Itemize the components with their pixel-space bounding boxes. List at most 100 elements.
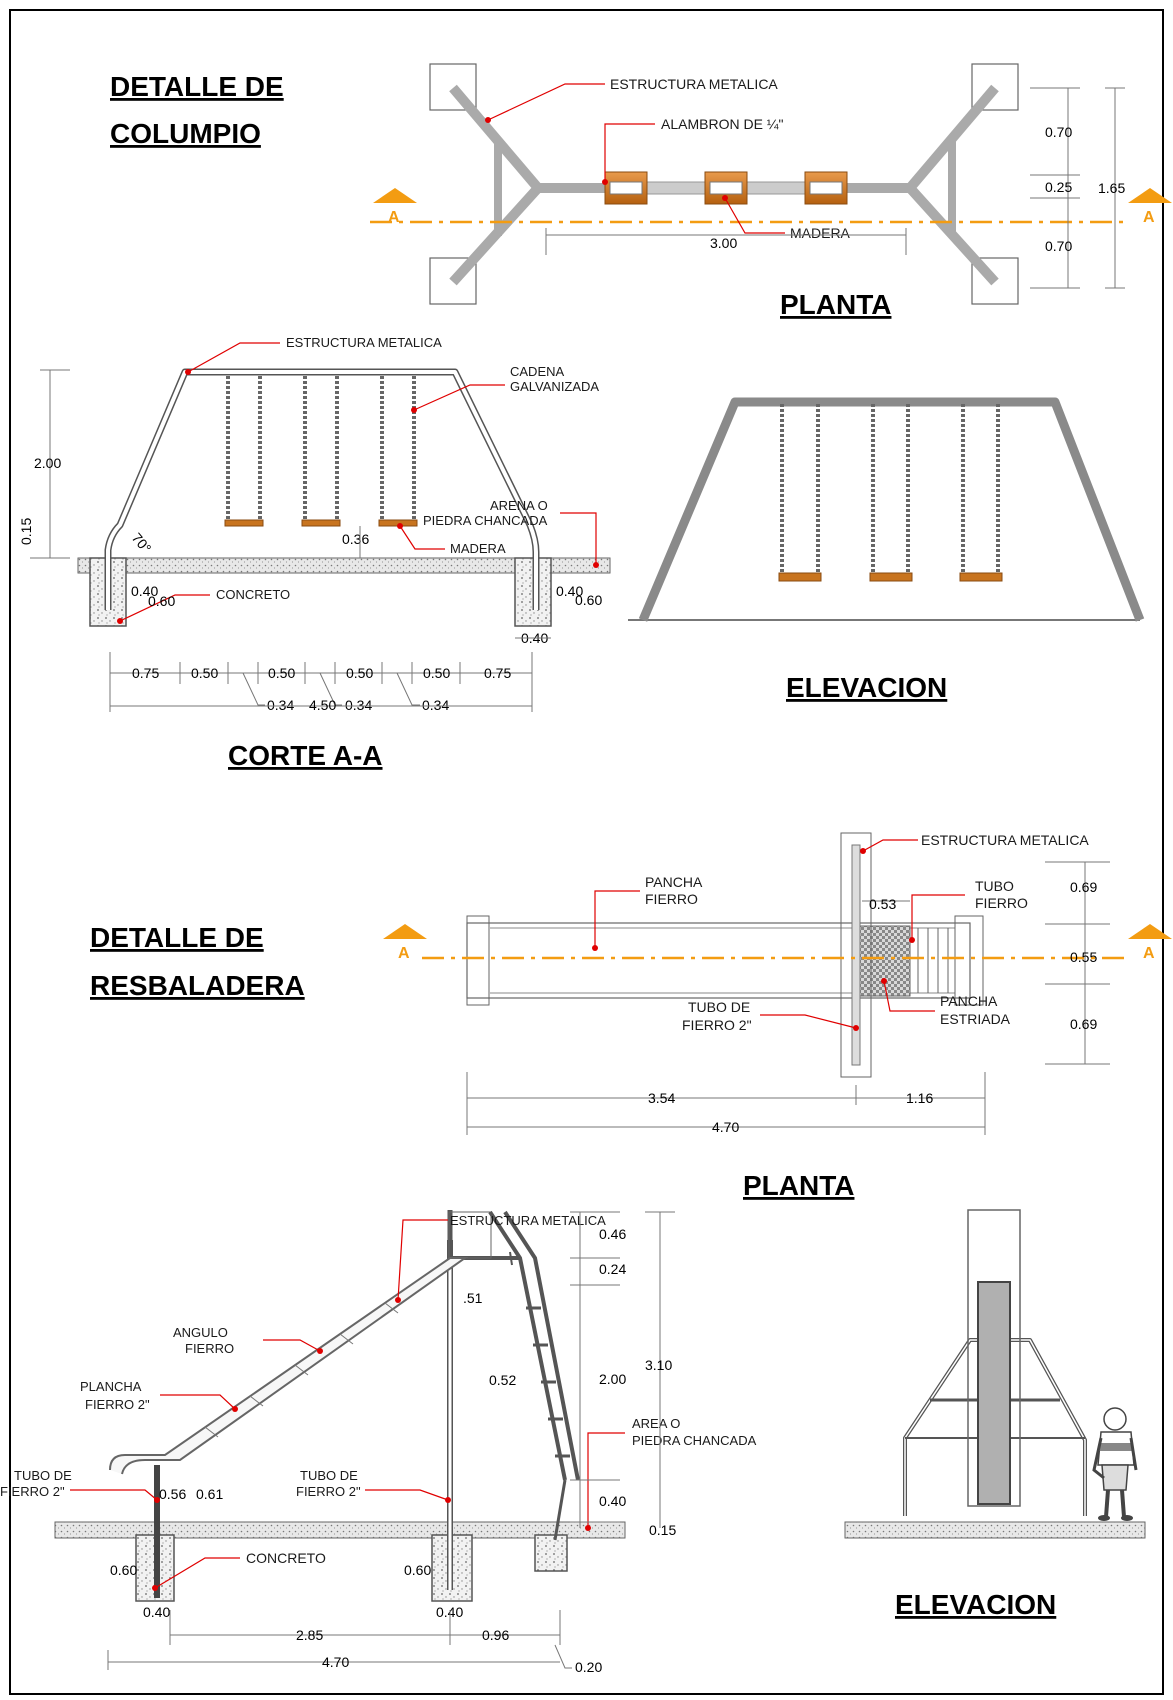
label-estructura-slide-plan: ESTRUCTURA METALICA xyxy=(921,832,1089,848)
label-estructura-metalica: ESTRUCTURA METALICA xyxy=(610,76,778,92)
dim-052: 0.52 xyxy=(489,1372,516,1388)
dim-060a: 0.60 xyxy=(110,1562,137,1578)
swing-elevation-title: ELEVACION xyxy=(786,672,947,703)
swing-section-title: CORTE A-A xyxy=(228,740,383,771)
slide-plan-title: PLANTA xyxy=(743,1170,854,1201)
dim-470: 4.70 xyxy=(322,1654,349,1670)
svg-text:A: A xyxy=(1143,209,1155,226)
dim-slide-bottom: 0.69 xyxy=(1070,1016,1097,1032)
swing-plan: ESTRUCTURA METALICA ALAMBRON DE ¼" MADER… xyxy=(370,63,1172,320)
dim-060b: 0.60 xyxy=(404,1562,431,1578)
svg-text:0.50: 0.50 xyxy=(191,665,218,681)
dim-024: 0.24 xyxy=(599,1261,626,1277)
label-pancha-fierro-2: FIERRO xyxy=(645,891,698,907)
svg-text:0.50: 0.50 xyxy=(268,665,295,681)
label-tubo-mid-1: TUBO DE xyxy=(300,1468,358,1483)
label-angulo-2: FIERRO xyxy=(185,1341,234,1356)
section-marker-left: A xyxy=(373,188,417,226)
dim-footing-l: 0.40 xyxy=(131,583,158,599)
dim-slide-middle: 0.55 xyxy=(1070,949,1097,965)
label-madera-2: MADERA xyxy=(450,541,506,556)
label-cadena-1: CADENA xyxy=(510,364,565,379)
dim-footing-r2: 0.60 xyxy=(575,592,602,608)
title-columpio-2: COLUMPIO xyxy=(110,118,261,149)
dim-total: 1.65 xyxy=(1098,180,1125,196)
dim-046: 0.46 xyxy=(599,1226,626,1242)
label-tubo-fierro-2: FIERRO xyxy=(975,895,1028,911)
label-estructura-slide: ESTRUCTURA METALICA xyxy=(450,1213,606,1228)
ladder-rungs xyxy=(526,1306,570,1458)
label-pancha-estriada-1: PANCHA xyxy=(940,993,998,1009)
swing-chains xyxy=(224,376,418,527)
dim-angle: 70° xyxy=(129,530,155,557)
svg-text:0.34: 0.34 xyxy=(345,697,372,713)
svg-text:0.34: 0.34 xyxy=(422,697,449,713)
label-madera: MADERA xyxy=(790,225,851,241)
dim-285: 2.85 xyxy=(296,1627,323,1643)
dim-slide-top: 0.69 xyxy=(1070,879,1097,895)
label-cadena-2: GALVANIZADA xyxy=(510,379,599,394)
svg-text:0.34: 0.34 xyxy=(267,697,294,713)
dim-total-width: 4.50 xyxy=(309,697,336,713)
dim-040: 0.40 xyxy=(599,1493,626,1509)
label-area-2: PIEDRA CHANCADA xyxy=(632,1433,757,1448)
svg-text:0.50: 0.50 xyxy=(423,665,450,681)
section-marker-left-2: A xyxy=(383,924,427,962)
section-marker-right: A xyxy=(1128,188,1172,226)
dim-310: 3.10 xyxy=(645,1357,672,1373)
svg-text:0.75: 0.75 xyxy=(484,665,511,681)
dim-bottom: 0.70 xyxy=(1045,238,1072,254)
label-pancha-fierro-1: PANCHA xyxy=(645,874,703,890)
label-arena-2: PIEDRA CHANCADA xyxy=(423,513,548,528)
svg-text:0.50: 0.50 xyxy=(346,665,373,681)
page-border xyxy=(9,9,1164,1695)
dim-040a: 0.40 xyxy=(143,1604,170,1620)
dim-051: .51 xyxy=(463,1290,483,1306)
label-tubo-fierro-1: TUBO xyxy=(975,878,1014,894)
label-pancha-estriada-2: ESTRIADA xyxy=(940,1011,1011,1027)
label-tubo-left-1: TUBO DE xyxy=(14,1468,72,1483)
svg-text:A: A xyxy=(398,945,410,962)
swing-plan-title: PLANTA xyxy=(780,289,891,320)
slide-ribs xyxy=(204,1302,399,1438)
label-tubo-2-2: FIERRO 2" xyxy=(682,1017,752,1033)
dim-length: 3.00 xyxy=(710,235,737,251)
label-alambron: ALAMBRON DE ¼" xyxy=(661,116,783,132)
label-arena-1: ARENA O xyxy=(490,498,548,513)
label-area-1: AREA O xyxy=(632,1416,680,1431)
dim-096: 0.96 xyxy=(482,1627,509,1643)
label-tubo-mid-2: FIERRO 2" xyxy=(296,1484,361,1499)
label-plancha-1: PLANCHA xyxy=(80,1379,142,1394)
dim-seat-height: 0.36 xyxy=(342,531,369,547)
label-estructura-metalica-2: ESTRUCTURA METALICA xyxy=(286,335,442,350)
dim-slide-a: 3.54 xyxy=(648,1090,675,1106)
svg-text:A: A xyxy=(388,209,400,226)
label-tubo-left-2: FIERRO 2" xyxy=(0,1484,65,1499)
swing-elevation: ELEVACION xyxy=(628,397,1145,703)
dim-footing-r: 0.40 xyxy=(556,583,583,599)
label-concreto-2: CONCRETO xyxy=(246,1550,326,1566)
svg-text:0.75: 0.75 xyxy=(132,665,159,681)
slide-plan: A A ESTRUCTURA METALICA PANCHA FIERRO TU… xyxy=(383,832,1172,1201)
dim-slide-total: 4.70 xyxy=(712,1119,739,1135)
dim-spacing-row: 0.75 0.50 0.50 0.50 0.50 0.75 0.34 0.34 … xyxy=(109,652,533,713)
dim-height: 2.00 xyxy=(34,455,61,471)
title-columpio-1: DETALLE DE xyxy=(110,71,284,102)
section-marker-right-2: A xyxy=(1128,924,1172,962)
child-figure xyxy=(1092,1407,1138,1521)
dim-056: 0.56 xyxy=(159,1486,186,1502)
dim-020: 0.20 xyxy=(575,1659,602,1675)
svg-text:A: A xyxy=(1143,945,1155,962)
slide-plan-ladder xyxy=(917,928,949,993)
label-tubo-2-1: TUBO DE xyxy=(688,999,750,1015)
slide-elevation: ELEVACION xyxy=(844,1209,1146,1620)
dim-061: 0.61 xyxy=(196,1486,223,1502)
dim-footing-l2: 0.60 xyxy=(148,593,175,609)
label-angulo-1: ANGULO xyxy=(173,1325,228,1340)
slide-section: ESTRUCTURA METALICA ANGULO FIERRO PLANCH… xyxy=(0,1210,757,1675)
elevation-chains xyxy=(778,404,1003,582)
dim-base: 0.15 xyxy=(18,518,34,545)
slide-elevation-title: ELEVACION xyxy=(895,1589,1056,1620)
dim-top: 0.70 xyxy=(1045,124,1072,140)
